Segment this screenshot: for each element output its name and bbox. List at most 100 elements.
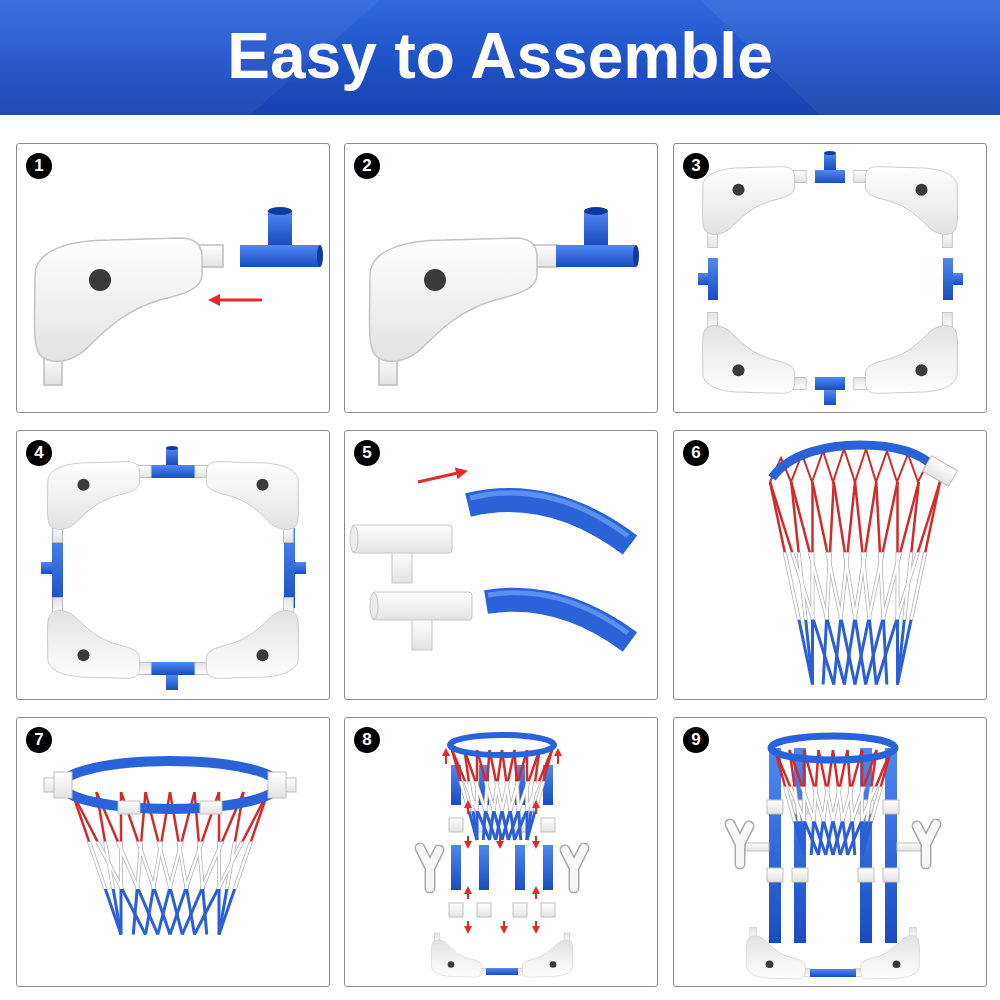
- step-2-drawing: [556, 207, 639, 267]
- step-8-drawing: [557, 752, 559, 764]
- step-panel: 3: [673, 143, 987, 413]
- step-panel: 2: [344, 143, 658, 413]
- step-9-drawing: [775, 750, 891, 855]
- step-9-drawing: [769, 748, 781, 943]
- step-4-drawing: [195, 462, 299, 543]
- step-1-drawing: [240, 207, 323, 267]
- step-number: 3: [683, 153, 709, 179]
- step-4-drawing: [166, 675, 178, 690]
- step-4-drawing: [166, 448, 178, 465]
- step-8-drawing: [541, 818, 555, 832]
- step-3-drawing: [953, 273, 963, 285]
- step-panel: 8: [344, 717, 658, 987]
- step-panel: 4: [16, 430, 330, 700]
- step-3-drawing: [943, 258, 953, 300]
- step-9-drawing: [883, 868, 899, 882]
- step-9-drawing: [885, 748, 897, 943]
- step-6-drawing: [923, 456, 958, 487]
- step-2-drawing: [369, 238, 558, 385]
- step-4-drawing: [41, 446, 306, 690]
- step-6-drawing: [772, 445, 935, 478]
- step-number: 8: [354, 727, 380, 753]
- step-7-drawing: [44, 761, 296, 935]
- step-8-drawing: [516, 933, 573, 977]
- step-number: 1: [26, 153, 52, 179]
- step-9-drawing: [745, 843, 769, 851]
- step-8-drawing: [565, 848, 584, 888]
- step-8-drawing: [451, 845, 461, 890]
- step-3-drawing: [815, 377, 845, 390]
- step-9-drawing: [853, 928, 919, 979]
- step-3-drawing: [824, 153, 836, 170]
- step-9-drawing: [730, 824, 749, 864]
- step-3-drawing: [708, 258, 718, 300]
- step-8-drawing: [449, 903, 463, 917]
- step-5-drawing: [488, 593, 628, 633]
- step-4-drawing: [166, 446, 178, 450]
- step-8-drawing: [541, 903, 555, 917]
- step-3-drawing: [815, 170, 845, 183]
- step-1-drawing: [34, 238, 223, 385]
- step-5-drawing: [350, 525, 452, 583]
- step-9-drawing: [730, 736, 936, 979]
- step-9-drawing: [810, 969, 856, 977]
- step-9-drawing: [917, 824, 936, 864]
- step-4-drawing: [41, 562, 52, 574]
- step-number: 6: [683, 440, 709, 466]
- step-4-drawing: [146, 662, 198, 675]
- step-8-drawing: [535, 921, 537, 930]
- step-8-drawing: [420, 735, 584, 977]
- step-8-drawing: [479, 845, 489, 890]
- step-3-drawing: [854, 167, 958, 248]
- step-panel: 5: [344, 430, 658, 700]
- step-panel: 7: [16, 717, 330, 987]
- step-8-drawing: [535, 836, 537, 845]
- step-3-drawing: [824, 390, 836, 405]
- step-9-drawing: [897, 843, 921, 851]
- step-8-drawing: [420, 848, 439, 888]
- step-3-drawing: [702, 313, 806, 394]
- step-9-drawing: [747, 928, 813, 979]
- step-8-drawing: [449, 818, 463, 832]
- step-3-drawing: [698, 273, 708, 285]
- step-3-drawing: [702, 167, 806, 248]
- step-1-drawing: [214, 299, 262, 302]
- step-8-drawing: [467, 890, 469, 899]
- step-9-drawing: [883, 800, 899, 814]
- step-number: 7: [26, 727, 52, 753]
- step-8-drawing: [467, 921, 469, 930]
- step-7-drawing: [118, 801, 140, 814]
- step-8-drawing: [477, 903, 491, 917]
- step-number: 2: [354, 153, 380, 179]
- step-9-drawing: [792, 868, 808, 882]
- step-8-drawing: [535, 890, 537, 899]
- title-banner: [0, 0, 1000, 115]
- step-9-drawing: [771, 736, 895, 760]
- step-number: 4: [26, 440, 52, 466]
- step-8-drawing: [445, 752, 447, 764]
- step-9-drawing: [858, 868, 874, 882]
- step-8-drawing: [515, 845, 525, 890]
- step-8-drawing: [503, 921, 505, 930]
- step-7-drawing: [62, 785, 278, 809]
- step-9-drawing: [767, 868, 783, 882]
- step-7-drawing: [200, 801, 222, 814]
- step-3-drawing: [698, 151, 963, 405]
- step-4-drawing: [146, 465, 198, 478]
- step-5-drawing: [370, 592, 472, 650]
- step-5-drawing: [350, 472, 630, 650]
- step-7-drawing: [268, 772, 286, 798]
- step-8-drawing: [452, 750, 552, 840]
- step-panel: 6: [673, 430, 987, 700]
- step-panel: 9: [673, 717, 987, 987]
- step-8-drawing: [543, 845, 553, 890]
- step-7-drawing: [54, 772, 72, 798]
- step-4-drawing: [295, 562, 306, 574]
- page-title: Easy to Assemble: [227, 18, 772, 94]
- step-4-drawing: [47, 598, 151, 679]
- step-8-drawing: [499, 836, 501, 845]
- step-5-drawing: [470, 493, 628, 536]
- step-8-drawing: [535, 804, 537, 814]
- step-8-drawing: [450, 735, 554, 755]
